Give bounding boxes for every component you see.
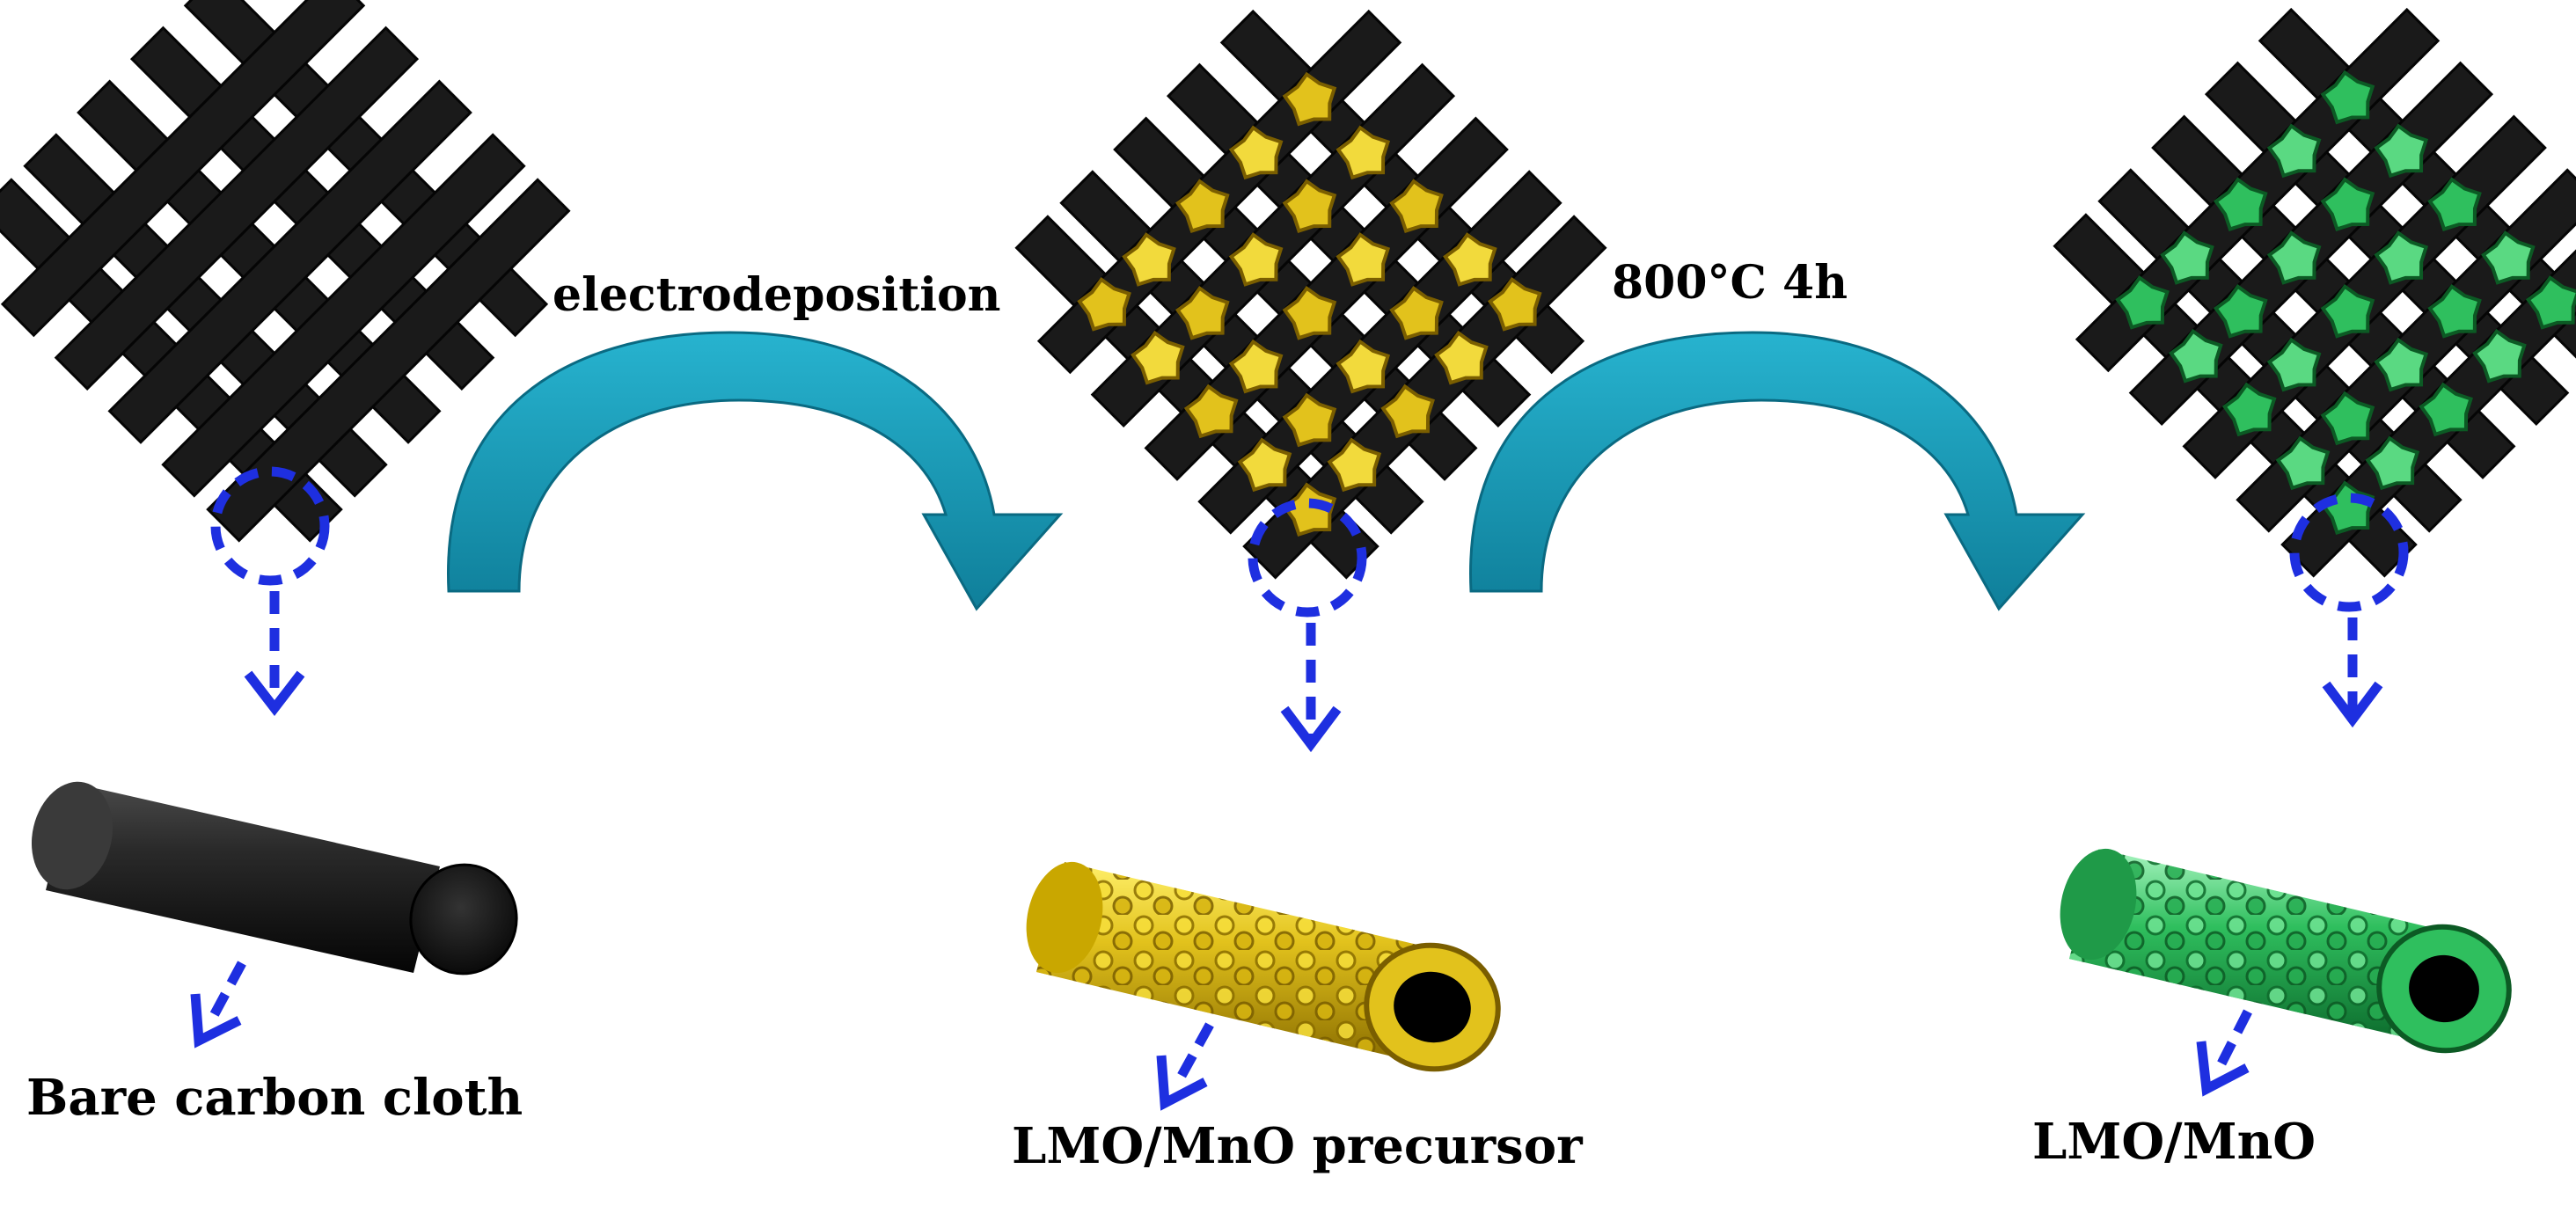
- annealing-arrow: [1469, 331, 2086, 611]
- zoom-indicator-bare: [210, 466, 330, 717]
- coating-cluster: [1380, 384, 1435, 439]
- caption-lmo-mno-precursor: LMO/MnO precursor: [1012, 1117, 1583, 1175]
- coating-cluster: [1336, 339, 1391, 394]
- lmo-mno-nanotube: [2060, 848, 2512, 1054]
- precursor-nanotube: [1026, 861, 1501, 1072]
- coating-cluster: [2320, 391, 2375, 446]
- coating-cluster: [1443, 232, 1497, 287]
- coating-cluster: [1228, 232, 1284, 287]
- coating-cluster: [1237, 437, 1292, 493]
- coating-cluster: [1434, 330, 1489, 385]
- zoom-indicator-product: [2289, 493, 2409, 728]
- rod-arrow-precursor: [1156, 1022, 1214, 1111]
- coating-cluster: [1282, 285, 1337, 340]
- coating-cluster: [1228, 125, 1284, 180]
- coating-cluster: [2472, 328, 2527, 384]
- bare-carbon-cloth-mesh: [0, 0, 571, 543]
- coating-cluster: [1175, 179, 1230, 233]
- coating-cluster: [2481, 230, 2536, 285]
- coating-cluster: [2525, 275, 2576, 330]
- coating-cluster: [1282, 482, 1337, 537]
- coating-cluster: [2169, 328, 2223, 384]
- rod-arrow-bare: [190, 961, 246, 1049]
- coating-cluster: [2266, 123, 2322, 179]
- zoom-indicator-precursor: [1248, 498, 1367, 753]
- lmo-mno-coated-mesh: [2053, 7, 2576, 578]
- coating-cluster: [2365, 435, 2420, 491]
- coating-cluster: [2320, 177, 2375, 231]
- coating-cluster: [1282, 392, 1337, 448]
- coating-cluster: [2427, 177, 2482, 231]
- coating-cluster: [1131, 330, 1185, 385]
- coating-cluster: [2221, 382, 2277, 437]
- rod-arrow-product: [2196, 1009, 2252, 1097]
- coating-cluster: [1336, 232, 1391, 287]
- coating-cluster: [2374, 230, 2429, 285]
- coating-cluster: [1077, 277, 1131, 332]
- coating-cluster: [1336, 125, 1391, 180]
- caption-lmo-mno: LMO/MnO: [2032, 1113, 2316, 1171]
- coating-cluster: [1183, 384, 1239, 439]
- coating-cluster: [2374, 337, 2429, 392]
- coating-cluster: [2427, 283, 2482, 339]
- coating-cluster: [1487, 277, 1542, 332]
- coating-cluster: [2275, 435, 2331, 491]
- coating-cluster: [2160, 230, 2214, 285]
- coating-cluster: [1122, 232, 1176, 287]
- coating-cluster: [2266, 337, 2322, 392]
- coating-cluster: [1389, 285, 1444, 340]
- coating-cluster: [2419, 382, 2473, 437]
- coating-cluster: [2213, 177, 2268, 231]
- bare-carbon-fiber-rod: [31, 781, 518, 976]
- coating-cluster: [1282, 71, 1337, 127]
- coating-cluster: [2115, 275, 2170, 330]
- coating-cluster: [2320, 69, 2375, 125]
- electrodeposition-arrow: [447, 331, 1064, 611]
- coating-cluster: [1282, 179, 1337, 233]
- coating-cluster: [1389, 179, 1444, 233]
- coating-cluster: [2213, 283, 2268, 339]
- coating-cluster: [1327, 437, 1382, 493]
- coating-cluster: [1175, 285, 1230, 340]
- coating-cluster: [2266, 230, 2322, 285]
- step-label-electrodeposition: electrodeposition: [553, 268, 1001, 322]
- coating-cluster: [1228, 339, 1284, 394]
- coating-cluster: [2320, 283, 2375, 339]
- step-label-annealing: 800°C 4h: [1612, 256, 1848, 310]
- caption-bare-carbon-cloth: Bare carbon cloth: [26, 1069, 523, 1127]
- coating-cluster: [2374, 123, 2429, 179]
- precursor-coated-mesh: [1014, 9, 1607, 580]
